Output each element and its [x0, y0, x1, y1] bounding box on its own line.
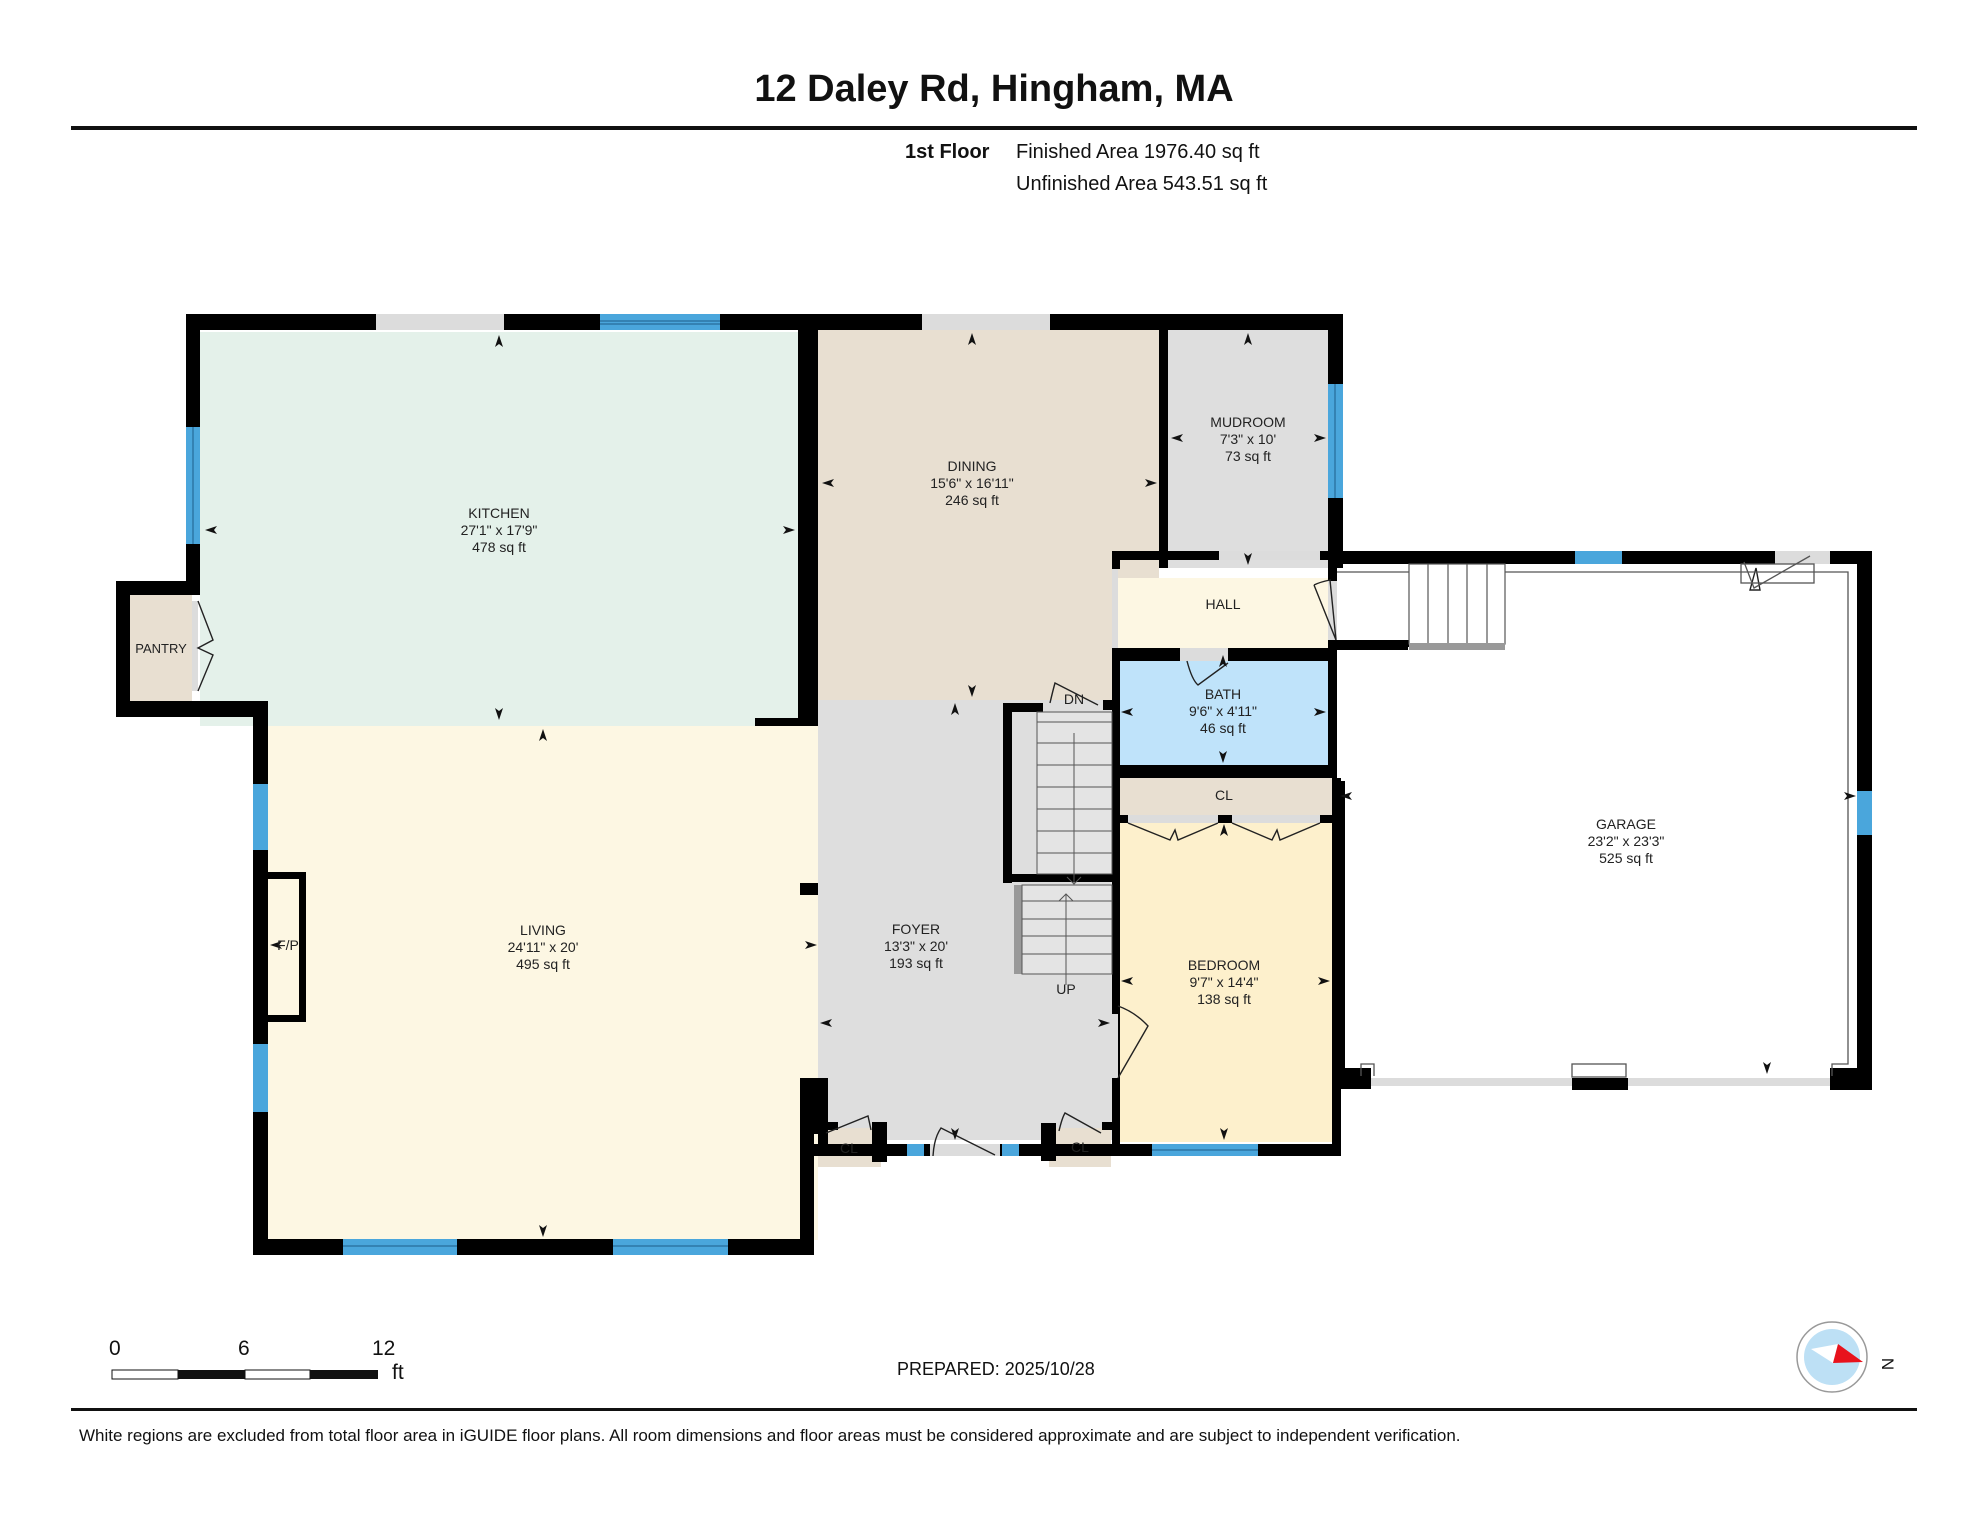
- dimension-arrows: [205, 333, 1856, 1237]
- bath-area: 46 sq ft: [1200, 720, 1246, 736]
- scale-label-12: 12: [372, 1337, 396, 1360]
- living-area: 495 sq ft: [516, 956, 570, 972]
- fireplace-label: F/P: [277, 937, 299, 953]
- foyer-area: 193 sq ft: [889, 955, 943, 971]
- room-pantry: [130, 595, 192, 701]
- window-lines: [192, 320, 1336, 1247]
- bedroom-name: BEDROOM: [1188, 957, 1260, 973]
- mudroom-dims: 7'3" x 10': [1220, 431, 1276, 447]
- prepared-date: PREPARED: 2025/10/28: [897, 1359, 1095, 1379]
- stairs-down-label: DN: [1064, 691, 1084, 707]
- bath-name: BATH: [1205, 686, 1241, 702]
- mudroom-area: 73 sq ft: [1225, 448, 1271, 464]
- garage-outline: [1337, 555, 1849, 1078]
- foyer-dims: 13'3" x 20': [884, 938, 948, 954]
- finished-area: Finished Area 1976.40 sq ft: [1016, 141, 1260, 163]
- room-living: [268, 726, 818, 1240]
- scale-label-6: 6: [238, 1337, 250, 1360]
- dining-name: DINING: [948, 458, 997, 474]
- interior-stairs: [1012, 711, 1113, 985]
- bath-dims: 9'6" x 4'11": [1189, 703, 1257, 719]
- kitchen-area: 478 sq ft: [472, 539, 526, 555]
- garage-stairs: [1408, 563, 1506, 650]
- mudroom-name: MUDROOM: [1210, 414, 1285, 430]
- footer-disclaimer: White regions are excluded from total fl…: [79, 1426, 1461, 1445]
- room-closet-bedroom: [1118, 778, 1332, 822]
- closet-foyer-left-name: CL: [840, 1140, 858, 1156]
- title-rule: [71, 126, 1917, 130]
- svg-text:KITCHEN: KITCHEN: [468, 505, 529, 521]
- room-bath: [1118, 661, 1328, 765]
- kitchen-name: KITCHEN: [468, 505, 529, 521]
- compass-north-label: N: [1878, 1358, 1897, 1370]
- living-name: LIVING: [520, 922, 566, 938]
- dining-area: 246 sq ft: [945, 492, 999, 508]
- closet-foyer-right-name: CL: [1071, 1139, 1089, 1155]
- garage-area: 525 sq ft: [1599, 850, 1653, 866]
- closet-bedroom-name: CL: [1215, 787, 1233, 803]
- footer-rule: [71, 1408, 1917, 1411]
- floor-label: 1st Floor: [905, 141, 990, 163]
- kitchen-dims: 27'1" x 17'9": [461, 522, 538, 538]
- compass-icon: [1796, 1321, 1868, 1393]
- room-mudroom: [1168, 330, 1328, 568]
- pantry-name: PANTRY: [135, 641, 187, 656]
- bedroom-dims: 9'7" x 14'4": [1190, 974, 1259, 990]
- scale-unit: ft: [392, 1361, 404, 1384]
- living-dims: 24'11" x 20': [508, 939, 579, 955]
- room-dining: [818, 330, 1159, 700]
- page-title: 12 Daley Rd, Hingham, MA: [754, 68, 1234, 110]
- door-openings: [192, 314, 1830, 1156]
- room-bedroom: [1118, 822, 1332, 1142]
- unfinished-area: Unfinished Area 543.51 sq ft: [1016, 173, 1268, 195]
- door-swings: [196, 567, 1761, 1157]
- scale-label-0: 0: [109, 1337, 121, 1360]
- foyer-name: FOYER: [892, 921, 940, 937]
- dining-dims: 15'6" x 16'11": [930, 475, 1014, 491]
- fireplace: [268, 879, 299, 1015]
- windows: [186, 314, 1872, 1255]
- room-kitchen: [200, 332, 798, 726]
- stairs-up-label: UP: [1056, 981, 1075, 997]
- bedroom-area: 138 sq ft: [1197, 991, 1251, 1007]
- room-hall: [1118, 578, 1328, 649]
- scale-bar: [111, 1369, 378, 1380]
- garage-name: GARAGE: [1596, 816, 1656, 832]
- garage-dims: 23'2" x 23'3": [1588, 833, 1665, 849]
- room-labels: KITCHEN 27'1" x 17'9" 478 sq ft DINING 1…: [135, 414, 1664, 1156]
- hall-name: HALL: [1205, 596, 1240, 612]
